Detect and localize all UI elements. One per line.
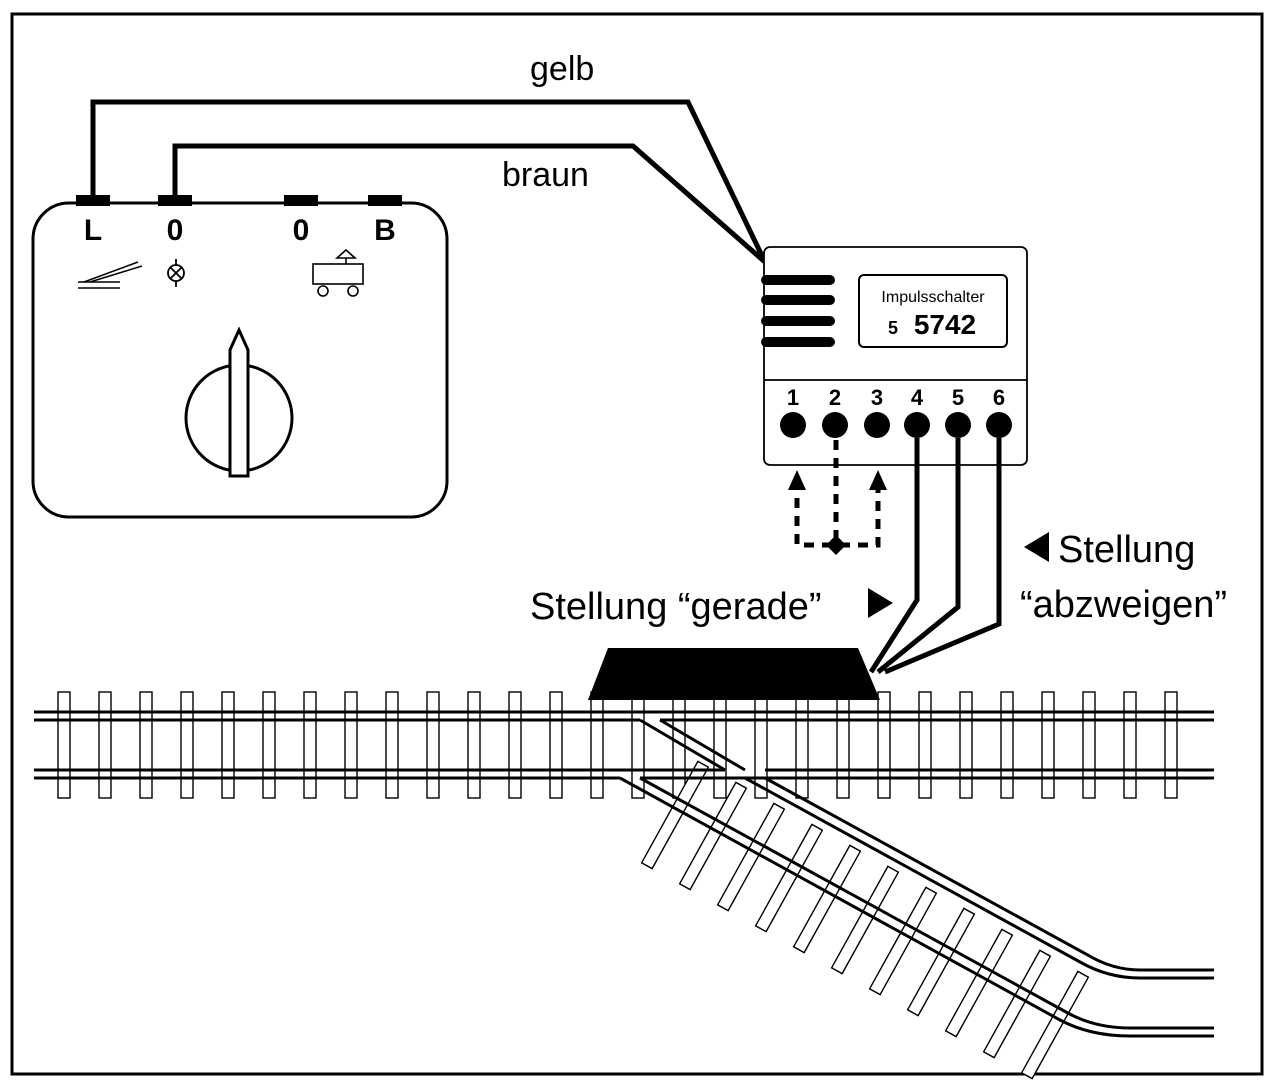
sleeper	[385, 691, 399, 799]
sleeper	[631, 691, 645, 799]
branch-sleeper	[678, 781, 748, 891]
wire-brown-label: braun	[502, 156, 589, 194]
outer-frame	[10, 12, 1264, 1076]
sleeper	[467, 691, 481, 799]
sleeper	[221, 691, 235, 799]
branch-sleeper	[982, 949, 1052, 1059]
sleeper	[959, 691, 973, 799]
branch-sleeper	[640, 760, 710, 870]
wire-yellow	[90, 99, 768, 264]
branch-sleeper	[944, 928, 1014, 1038]
terminal-5-label: 5	[952, 385, 964, 410]
position-straight-label: Stellung “gerade”	[530, 586, 822, 628]
sleeper	[713, 691, 727, 799]
wires-4-5-6	[868, 438, 1002, 675]
knob-pointer[interactable]	[228, 326, 250, 478]
sleeper	[836, 691, 850, 799]
track-turnout	[34, 691, 1214, 1080]
terminal-6-socket[interactable]	[986, 412, 1012, 438]
sleeper	[262, 691, 276, 799]
terminal-1-socket[interactable]	[780, 412, 806, 438]
sleeper	[590, 691, 604, 799]
sleeper	[795, 691, 809, 799]
sleeper	[98, 691, 112, 799]
arrow-right-icon	[868, 588, 893, 618]
branch-sleeper	[792, 844, 862, 954]
branch-sleeper	[906, 907, 976, 1017]
sleeper	[1164, 691, 1178, 799]
rails	[34, 710, 1214, 1038]
position-branch-label-2: “abzweigen”	[1020, 584, 1227, 626]
terminal-2-label: 2	[829, 385, 841, 410]
sleeper	[57, 691, 71, 799]
pulse-switch: Impulsschalter 5 5742 1 2 3 4 5 6	[761, 246, 1028, 466]
sleeper	[426, 691, 440, 799]
branch-sleepers	[640, 760, 1090, 1080]
sleeper	[1082, 691, 1096, 799]
sleeper	[754, 691, 768, 799]
terminal-6-label: 6	[993, 385, 1005, 410]
terminal-1-label: 1	[787, 385, 799, 410]
sleeper	[1000, 691, 1014, 799]
arrow-left-icon	[1024, 532, 1049, 562]
position-branch-label-1: Stellung	[1058, 529, 1195, 571]
connector-contacts	[761, 275, 835, 347]
terminal-L-plug	[76, 195, 110, 206]
sleeper	[508, 691, 522, 799]
junction-dot	[826, 535, 846, 555]
terminal-0b-label: 0	[293, 214, 310, 247]
lamp-icon	[167, 259, 185, 287]
sleeper	[918, 691, 932, 799]
pulse-switch-label-box	[858, 274, 1008, 348]
terminal-0a-plug	[158, 195, 192, 206]
transformer: L 0 0 B	[31, 195, 449, 519]
terminal-B-plug	[368, 195, 402, 206]
terminal-5-socket[interactable]	[945, 412, 971, 438]
terminal-B-label: B	[374, 214, 396, 247]
terminal-0a-label: 0	[167, 214, 184, 247]
terminal-3-socket[interactable]	[864, 412, 890, 438]
sleeper	[344, 691, 358, 799]
terminal-L-label: L	[84, 214, 102, 247]
pulse-switch-title: Impulsschalter	[881, 289, 985, 306]
sleeper	[303, 691, 317, 799]
terminal-4-socket[interactable]	[904, 412, 930, 438]
branch-sleeper	[754, 823, 824, 933]
sleeper	[877, 691, 891, 799]
branch-sleeper	[716, 802, 786, 912]
sleeper	[1041, 691, 1055, 799]
branch-sleeper	[830, 865, 900, 975]
arrow-up-1	[788, 470, 806, 490]
terminal-0b-plug	[284, 195, 318, 206]
wire-yellow-label: gelb	[530, 50, 594, 88]
turnout-motor	[588, 648, 880, 700]
branch-sleeper	[1020, 970, 1090, 1080]
branch-sleeper	[868, 886, 938, 996]
rotary-knob[interactable]	[184, 326, 294, 478]
arrow-up-3	[869, 470, 887, 490]
sleeper	[549, 691, 563, 799]
turnout-icon	[78, 261, 143, 289]
sleeper	[180, 691, 194, 799]
terminal-3-label: 3	[871, 385, 883, 410]
locomotive-icon	[312, 248, 364, 297]
sleeper	[139, 691, 153, 799]
pulse-switch-prefix: 5	[888, 318, 898, 338]
terminal-4-label: 4	[911, 385, 924, 410]
terminal-2-socket[interactable]	[822, 412, 848, 438]
wire-brown	[172, 143, 767, 264]
sleeper	[1123, 691, 1137, 799]
pulse-switch-number: 5742	[914, 309, 976, 340]
